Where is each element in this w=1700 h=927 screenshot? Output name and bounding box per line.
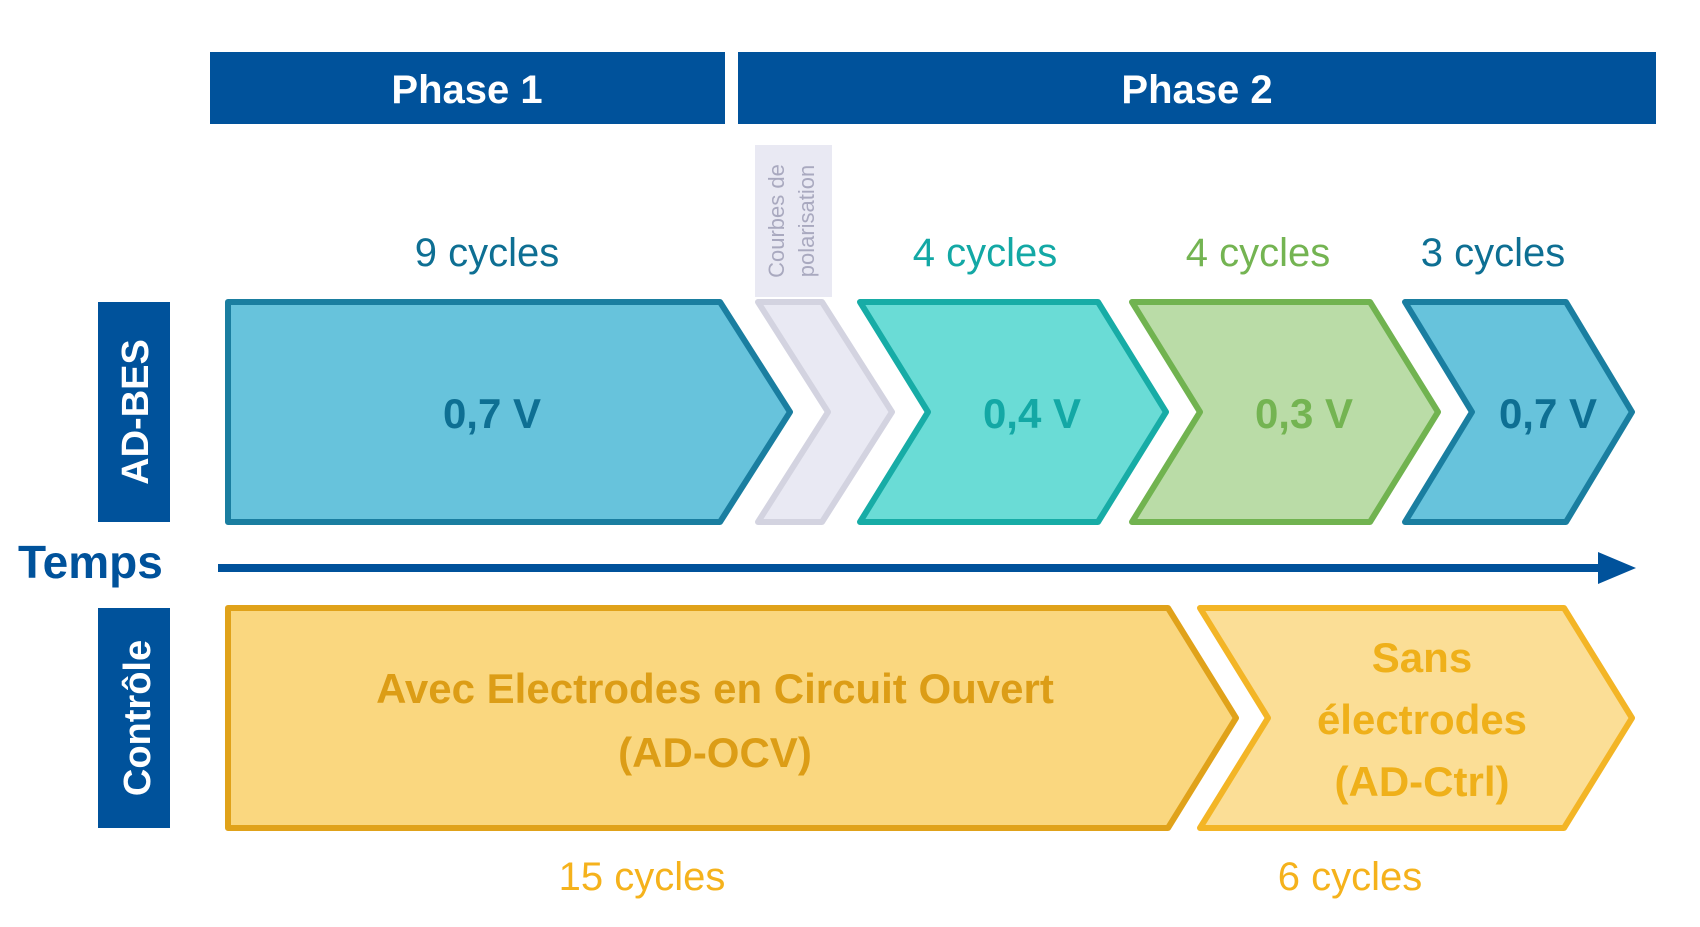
adbes-step-2-voltage: 0,4 V <box>983 390 1081 437</box>
phase2-bar <box>738 52 1656 124</box>
control-step-2-line3: (AD-Ctrl) <box>1335 758 1510 805</box>
controle-side-tab <box>98 608 170 828</box>
control-step-2-cycles: 6 cycles <box>1278 855 1423 899</box>
polarisation-arrow <box>755 299 895 525</box>
phase1-bar <box>210 52 725 124</box>
phase2-label: Phase 2 <box>1121 68 1272 112</box>
time-axis-arrowhead <box>1598 552 1636 584</box>
control-step-2-line2: électrodes <box>1317 696 1527 743</box>
adbes-step-4-arrow <box>1402 299 1635 525</box>
control-step-1-arrow <box>225 605 1239 831</box>
polarisation-line2: polarisation <box>794 165 819 278</box>
control-step-2-line1: Sans <box>1372 634 1472 681</box>
control-step-2-arrow <box>1197 605 1635 831</box>
adbes-step-1-cycles: 9 cycles <box>415 231 560 275</box>
phase1-label: Phase 1 <box>391 68 542 112</box>
control-step-1-line1: Avec Electrodes en Circuit Ouvert <box>376 665 1054 712</box>
adbes-step-3-voltage: 0,3 V <box>1255 390 1353 437</box>
adbes-step-1-arrow <box>225 299 793 525</box>
control-step-1-line2: (AD-OCV) <box>618 729 812 776</box>
polarisation-tab <box>755 145 832 297</box>
adbes-step-2-cycles: 4 cycles <box>913 231 1058 275</box>
control-step-1-cycles: 15 cycles <box>559 855 726 899</box>
adbes-step-1-voltage: 0,7 V <box>443 390 541 437</box>
adbes-step-3-arrow <box>1129 299 1441 525</box>
adbes-step-4-cycles: 3 cycles <box>1421 231 1566 275</box>
adbes-side-label: AD-BES <box>115 339 157 485</box>
adbes-side-tab <box>98 302 170 522</box>
controle-side-label: Contrôle <box>117 640 159 796</box>
polarisation-line1: Courbes de <box>764 164 789 278</box>
adbes-step-3-cycles: 4 cycles <box>1186 231 1331 275</box>
temps-label: Temps <box>18 536 163 588</box>
adbes-step-2-arrow <box>857 299 1169 525</box>
adbes-step-4-voltage: 0,7 V <box>1499 390 1597 437</box>
